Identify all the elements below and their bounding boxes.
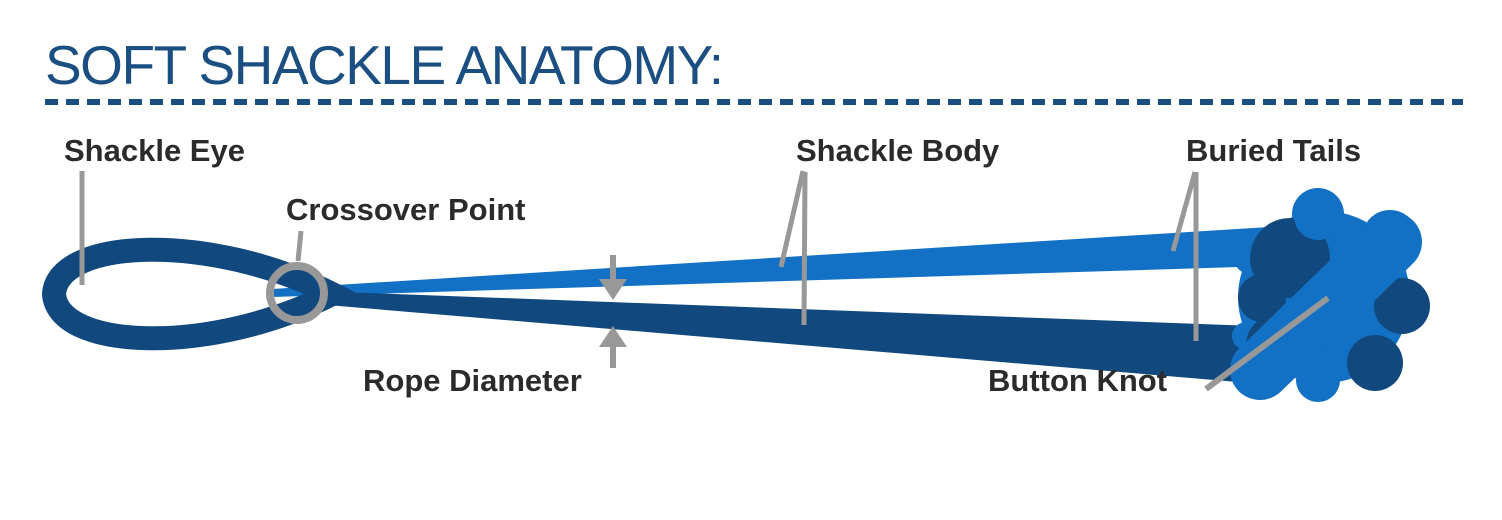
shackle-body-upper-rope bbox=[272, 226, 1285, 297]
crossover-ring-icon bbox=[266, 262, 328, 324]
label-shackle-eye: Shackle Eye bbox=[64, 133, 245, 168]
label-rope-diameter: Rope Diameter bbox=[363, 363, 582, 398]
title-dashed-divider bbox=[45, 99, 1463, 105]
button-knot-leader-line bbox=[1204, 295, 1330, 392]
label-buried-tails: Buried Tails bbox=[1186, 133, 1362, 168]
button-knot-shape bbox=[1230, 188, 1430, 402]
rope-diameter-arrow-up-icon bbox=[599, 326, 627, 368]
buried-tails-leader-lines bbox=[1170, 171, 1199, 341]
label-shackle-body: Shackle Body bbox=[796, 133, 1000, 168]
rope-diameter-arrow-down-icon bbox=[599, 255, 627, 300]
label-crossover-point: Crossover Point bbox=[286, 192, 526, 227]
page-title: SOFT SHACKLE ANATOMY: bbox=[45, 34, 724, 96]
shackle-eye-loop bbox=[41, 237, 359, 351]
shackle-body-lower-rope bbox=[315, 291, 1255, 382]
crossover-point-leader-line bbox=[295, 230, 304, 262]
shackle-body-leader-lines bbox=[778, 170, 808, 326]
label-button-knot: Button Knot bbox=[988, 363, 1168, 398]
